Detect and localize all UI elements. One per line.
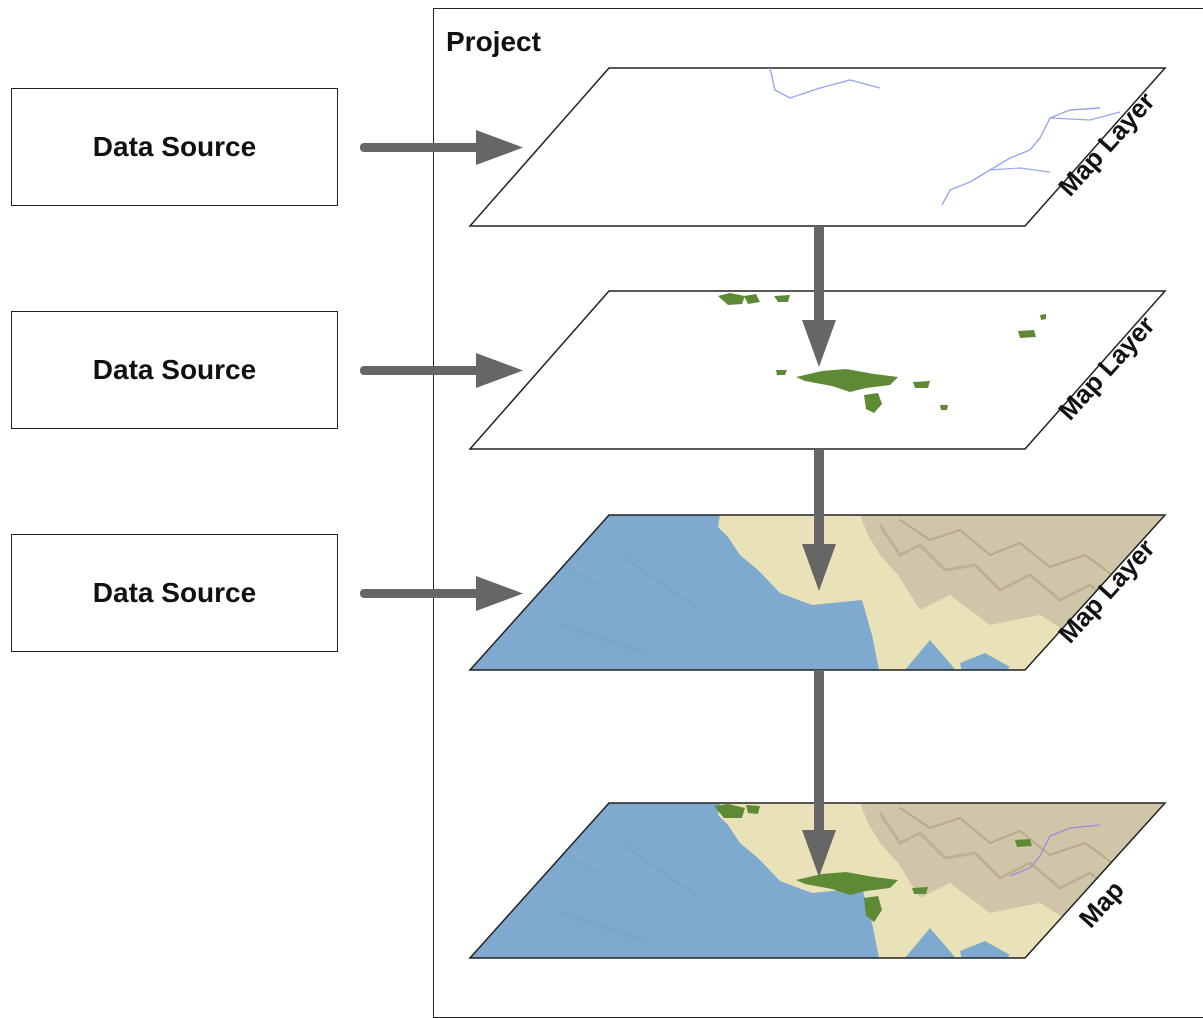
map-layer-rivers <box>468 67 1167 227</box>
arrow-down-1 <box>802 226 836 367</box>
data-source-label: Data Source <box>92 131 257 162</box>
arrow-down-2 <box>802 449 836 591</box>
arrow-down-3 <box>802 670 836 877</box>
data-source-label: Data Source <box>92 577 257 608</box>
data-source-box-3: Data Source <box>11 534 338 652</box>
map-layer-green-areas <box>468 290 1167 450</box>
data-source-box-1: Data Source <box>11 88 338 206</box>
source-arrows <box>360 130 523 611</box>
project-label: Project <box>446 26 541 57</box>
stack-arrows <box>802 226 836 877</box>
arrow-right-3 <box>360 576 523 611</box>
map-composite <box>468 802 1167 959</box>
data-source-box-2: Data Source <box>11 311 338 429</box>
arrow-right-1 <box>360 130 523 165</box>
data-source-label: Data Source <box>92 354 257 385</box>
arrow-right-2 <box>360 353 523 388</box>
map-layer-terrain <box>468 514 1167 671</box>
